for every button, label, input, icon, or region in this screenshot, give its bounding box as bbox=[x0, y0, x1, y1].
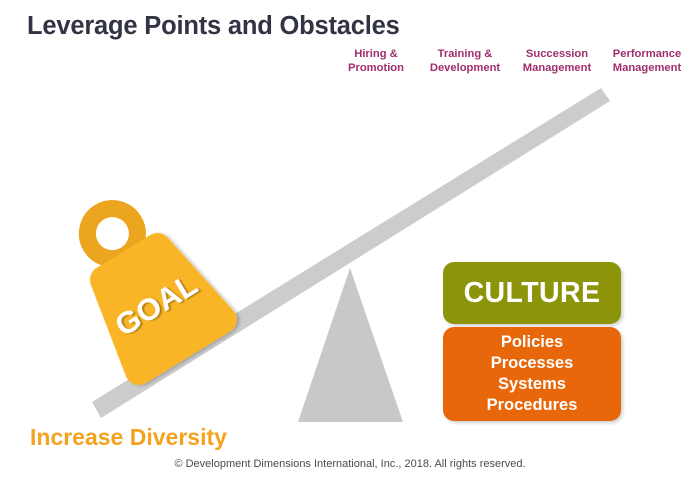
lever-label-hiring-promotion: Hiring & Promotion bbox=[348, 48, 404, 74]
culture-stack: CULTURE Policies Processes Systems Proce… bbox=[443, 262, 621, 421]
goal-weight: GOAL bbox=[78, 200, 237, 385]
weight-body bbox=[90, 233, 237, 385]
culture-list-item-systems: Systems bbox=[498, 375, 566, 393]
copyright-notice: © Development Dimensions International, … bbox=[174, 458, 526, 470]
goal-caption: Increase Diversity bbox=[30, 424, 227, 450]
lever-label-performance-management: Performance Management bbox=[612, 48, 682, 74]
fulcrum-triangle bbox=[298, 268, 403, 422]
culture-heading-label: CULTURE bbox=[463, 276, 601, 309]
lever-label-training-development: Training & Development bbox=[429, 48, 501, 74]
culture-list-item-policies: Policies bbox=[500, 333, 564, 351]
page-title: Leverage Points and Obstacles bbox=[27, 12, 400, 40]
culture-list-item-procedures: Procedures bbox=[486, 396, 578, 414]
lever-label-succession-management: Succession Management bbox=[522, 48, 592, 74]
culture-list-box: Policies Processes Systems Procedures bbox=[443, 327, 621, 421]
culture-heading-box: CULTURE bbox=[443, 262, 621, 324]
culture-list-item-processes: Processes bbox=[490, 354, 574, 372]
